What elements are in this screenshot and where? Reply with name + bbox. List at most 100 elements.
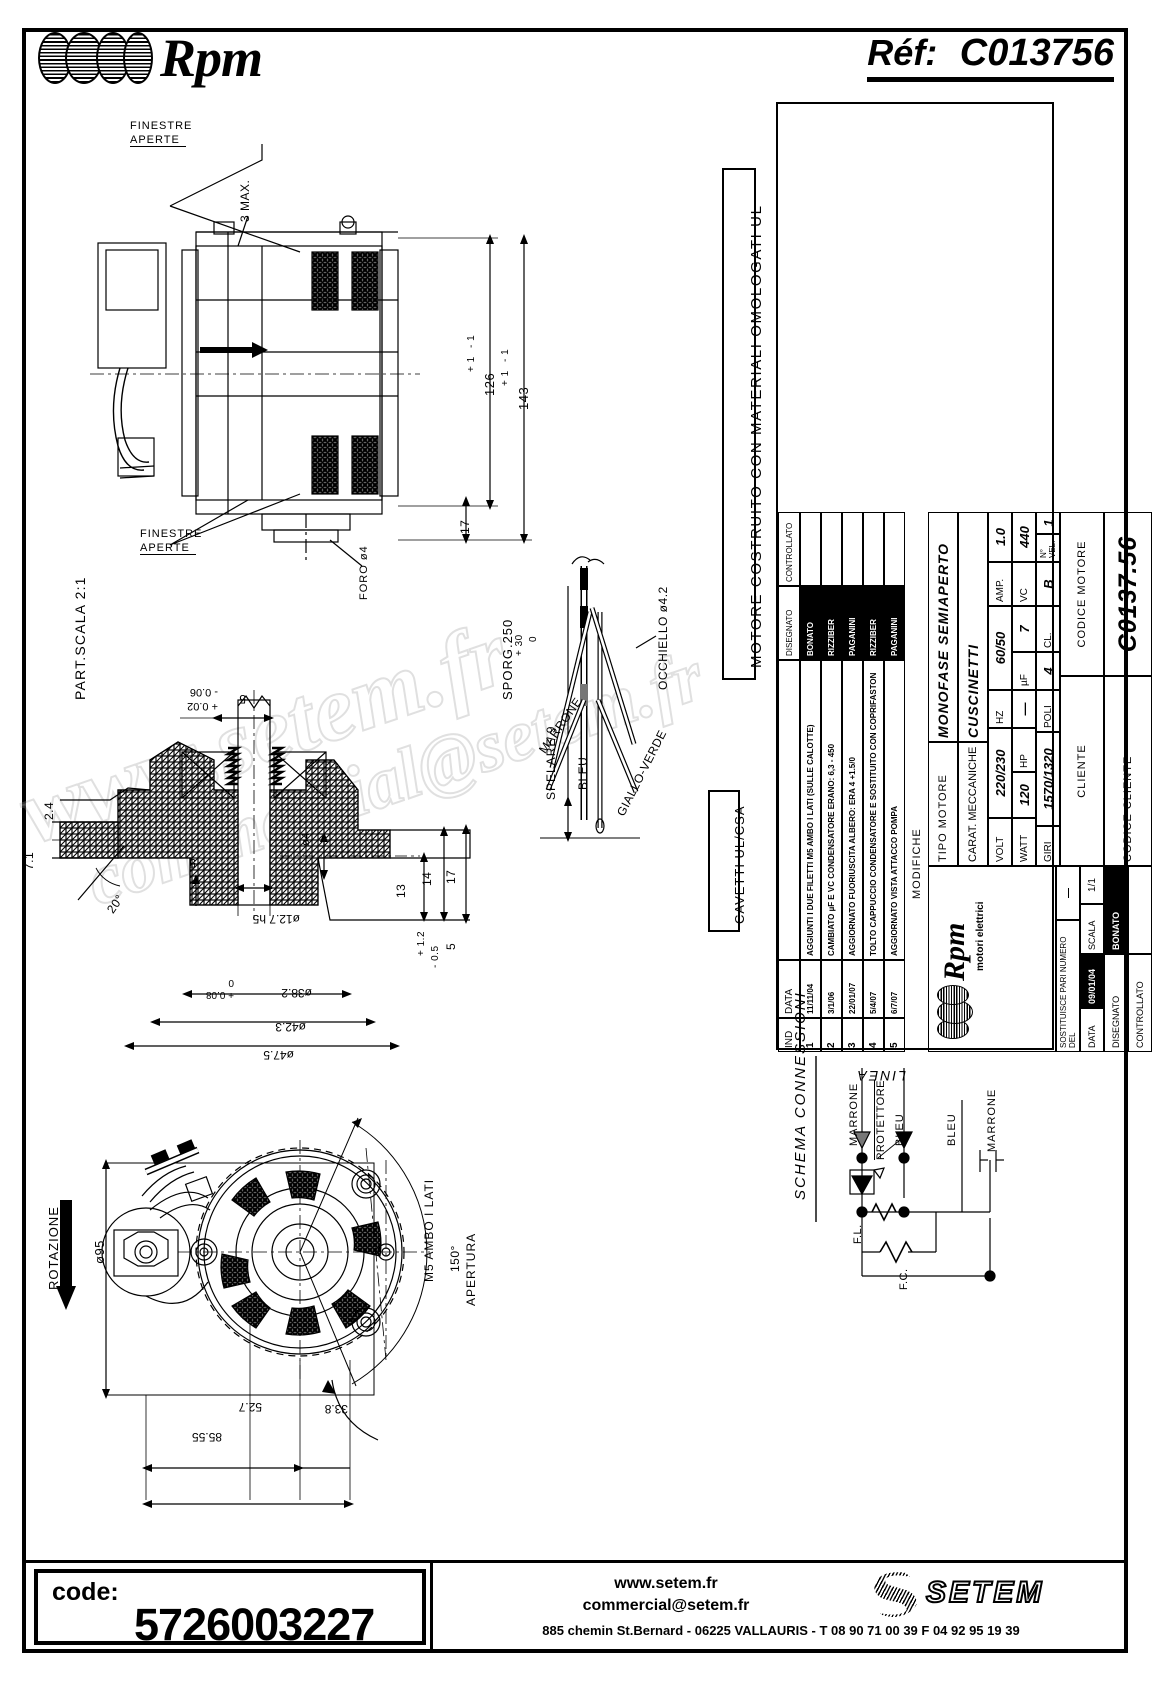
contact-block: www.setem.fr commercial@setem.fr: [526, 1573, 806, 1616]
finestre-aperte-bottom-line2: APERTE: [140, 542, 196, 555]
spec-amp-label: AMP.: [988, 562, 1012, 606]
spec-watt-value: 120: [1012, 772, 1036, 818]
disegnato-label: DISEGNATO: [1104, 954, 1128, 1052]
rev-3-controllato: [842, 512, 863, 586]
spec-vc-value: 440: [1012, 512, 1036, 562]
rev-1-desc: AGGIUNTI I DUE FILETTI M5 AMBO I LATI (S…: [800, 660, 821, 960]
spec-hp-value: —: [1012, 690, 1036, 728]
sporg-dim: SPORG.250: [500, 618, 515, 700]
dim-5b: 5: [444, 942, 458, 950]
spec-nvel-label: N° VEL.: [1036, 534, 1060, 562]
rev-3-data: 22/01/07: [842, 960, 863, 1018]
rev-2-ind: 2: [821, 1018, 842, 1052]
spec-hp-label: HP: [1012, 728, 1036, 772]
ul-materials-banner-text: MOTORE COSTRUITO CON MATERIALI OMOLOGATI…: [748, 204, 765, 668]
carat-meccaniche-label: CARAT. MECCANICHE: [958, 742, 988, 866]
rev-3-desc: AGGIORNATO FUORIUSCITA ALBERO: ERA 4 +1.…: [842, 660, 863, 960]
bleu-label-2: BLEU: [946, 1113, 958, 1146]
spec-giri-label: GIRI: [1036, 826, 1060, 866]
rev-2-disegnato: RIZZIBER: [821, 586, 842, 660]
marrone-label-2: MARRONE: [986, 1088, 998, 1152]
spec-uf-label: µF: [1012, 652, 1036, 690]
rev-4-ind: 4: [863, 1018, 884, 1052]
spec-watt-label: WATT: [1012, 818, 1036, 866]
drawing-frame: [22, 28, 1128, 1653]
rev-3-ind: 3: [842, 1018, 863, 1052]
spec-poli-label: POLI: [1036, 690, 1060, 732]
dim-143-tol-minus: - 1: [500, 348, 511, 362]
dim-38-2: ø38.2: [281, 986, 312, 1000]
dim-38-2-tol-plus: + 0.08: [205, 989, 234, 1000]
fc-label: F.C.: [898, 1268, 910, 1290]
cavetti-ul-csa-box: CAVETTI UL/CSA: [708, 790, 747, 932]
rev-header-controllato: CONTROLLATO: [778, 512, 800, 586]
dim-5b-tol-plus: + 1.2: [416, 930, 427, 956]
rev-5-data: 6/7/07: [884, 960, 905, 1018]
fl-label: F.L.: [852, 1224, 864, 1244]
dim-12-7: ø12.7 h5: [252, 912, 300, 926]
dim-14: 14: [420, 871, 434, 886]
rpm-logo-text: Rpm: [160, 28, 263, 88]
foro-label: FORO ø4: [358, 545, 370, 600]
spec-hz-label: HZ: [988, 690, 1012, 728]
spec-vc-label: VC: [1012, 562, 1036, 606]
dim-13: 13: [394, 883, 408, 898]
dim-42-3: ø42.3: [275, 1020, 306, 1034]
spec-uf-value: 7: [1012, 606, 1036, 652]
title-block-canvas: IND DATA DISEGNATO CONTROLLATO 1 11/11/0…: [778, 104, 1152, 1052]
rev-4-desc: TOLTO CAPPUCCIO CONDENSATORE E SOSTITUIT…: [863, 660, 884, 960]
codice-cliente-label: CODICE CLIENTE: [1104, 676, 1152, 866]
code-box: code: 5726003227: [34, 1569, 426, 1650]
rev-1-controllato: [800, 512, 821, 586]
rpm-coil-icon: [937, 985, 973, 1039]
spec-cl-label: CL.: [1036, 606, 1060, 652]
rpm-logo: Rpm: [38, 28, 263, 88]
data-value: 09/01/04: [1080, 954, 1104, 1008]
email-link[interactable]: commercial@setem.fr: [582, 1596, 750, 1614]
finestre-aperte-bottom-line1: FINESTRE: [140, 528, 203, 540]
website-link[interactable]: www.setem.fr: [614, 1575, 718, 1592]
rev-5-desc: AGGIORNATO VISTA ATTACCO POMPA: [884, 660, 905, 960]
dim-38-2-tol-minus: 0: [228, 977, 234, 988]
dim-143-tol-plus: + 1: [500, 370, 511, 386]
title-block: IND DATA DISEGNATO CONTROLLATO 1 11/11/0…: [776, 102, 1152, 1052]
ul-materials-banner: MOTORE COSTRUITO CON MATERIALI OMOLOGATI…: [722, 168, 765, 680]
cavetti-ul-csa-text: CAVETTI UL/CSA: [732, 805, 747, 924]
scala-value: 1/1: [1080, 866, 1104, 904]
rev-header-disegnato: DISEGNATO: [778, 586, 800, 660]
spec-cl-value: B: [1036, 562, 1060, 606]
rev-4-controllato: [863, 512, 884, 586]
dim-7-1: 7.1: [22, 851, 36, 870]
dim-150-deg: 150°: [448, 1245, 462, 1272]
rev-2-controllato: [821, 512, 842, 586]
spec-volt-value: 220/230: [988, 728, 1012, 818]
finestre-aperte-top-line2: APERTE: [130, 134, 186, 147]
modifiche-label: MODIFICHE: [911, 828, 923, 899]
dim-phi-4: ø4: [300, 832, 312, 846]
m5-ambo-lati-label: M5 AMBO I LATI: [422, 1178, 436, 1282]
controllato-label: CONTROLLATO: [1128, 954, 1152, 1052]
setem-logo-text: SETEM: [925, 1575, 1045, 1610]
data-label: DATA: [1080, 1008, 1104, 1052]
tipo-motore-label: TIPO MOTORE: [928, 742, 958, 866]
sporg-tol-plus: + 30: [514, 634, 525, 656]
occhiello-label: OCCHIELLO ø4.2: [656, 586, 670, 690]
rpm-brand-cell: Rpm motori elettrici: [928, 866, 1056, 1052]
sporg-tol-minus: 0: [528, 635, 539, 642]
ref-value: C013756: [959, 32, 1114, 74]
dim-5-tol-plus: + 0.02: [187, 700, 218, 712]
codice-motore-label: CODICE MOTORE: [1060, 512, 1104, 676]
rev-header-desc: [778, 660, 800, 960]
spec-hz-value: 60/50: [988, 606, 1012, 690]
dim-2-4: 2.4: [42, 801, 56, 820]
dim-47-5: ø47.5: [263, 1048, 294, 1062]
rev-2-desc: CAMBIATO µF E VC CONDENSATORE ERANO: 6,3…: [821, 660, 842, 960]
marrone-label-1: MARRONE: [848, 1082, 860, 1146]
dim-5b-tol-minus: - 0.5: [430, 945, 441, 968]
bleu-label-1: BLEU: [894, 1113, 906, 1146]
scala-label: SCALA: [1080, 904, 1104, 954]
rev-5-controllato: [884, 512, 905, 586]
dim-52-7: 52.7: [238, 1400, 262, 1414]
disegnato-value: BONATO: [1104, 866, 1128, 954]
